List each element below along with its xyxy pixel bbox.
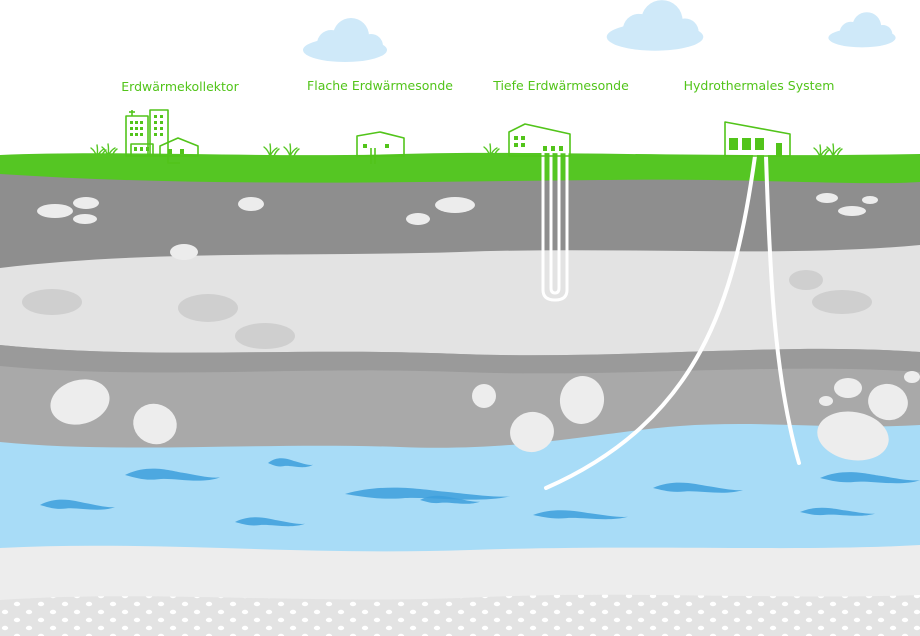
cloud-icon (828, 12, 896, 48)
stones (22, 193, 920, 461)
grass-tuft-icon (483, 143, 500, 157)
label-shallow-probe: Flache Erdwärmesonde (307, 78, 453, 93)
shallow-probe-building-icon (356, 131, 405, 164)
aquifer-layer (0, 422, 920, 552)
hydrothermal-pipes (544, 154, 801, 490)
deep-probe-loop (541, 148, 569, 302)
grass-tuft-icon (90, 144, 107, 158)
light-band-layer (0, 538, 920, 600)
deep-probe-building-icon (508, 123, 571, 157)
cloud-icon (606, 0, 704, 51)
grass-tuft-icon (101, 143, 118, 157)
cloud-icon (303, 18, 387, 62)
light-gray-layer (0, 240, 920, 356)
grass-tuft-icon (813, 144, 830, 158)
label-collector: Erdwärmekollektor (121, 79, 239, 94)
grass-tuft-icon (826, 143, 843, 157)
hydrothermal-building-icon (724, 121, 791, 157)
grass-surface (0, 152, 920, 184)
dark-gray-layer (0, 172, 920, 268)
city-buildings-icon (125, 109, 169, 157)
label-hydrothermal: Hydrothermales System (683, 78, 835, 93)
water-waves (40, 458, 920, 527)
grass-tuft-icon (283, 143, 300, 157)
label-deep-probe: Tiefe Erdwärmesonde (493, 78, 629, 93)
cloud-icon (303, 0, 896, 62)
house-icon (159, 137, 199, 164)
grass-tuft-icon (263, 143, 280, 157)
